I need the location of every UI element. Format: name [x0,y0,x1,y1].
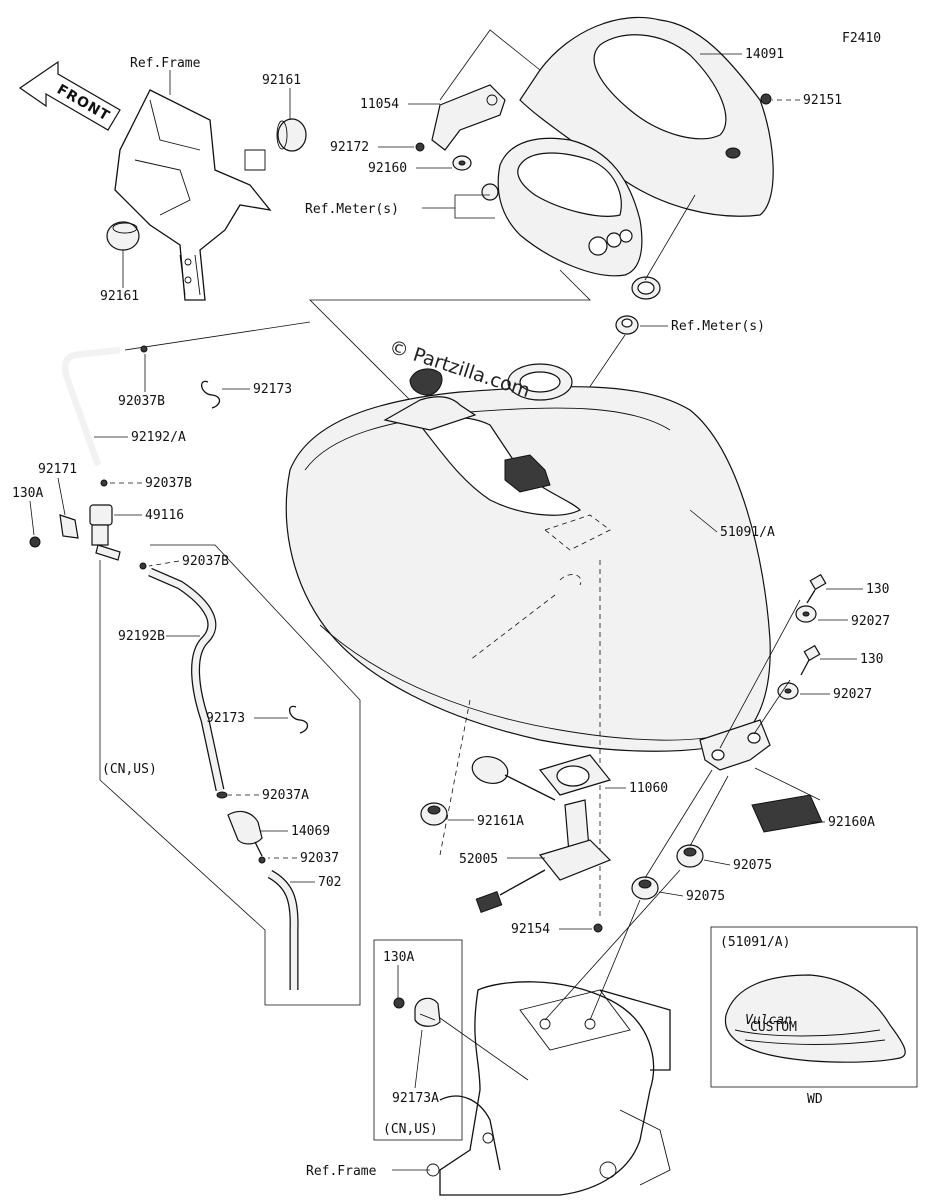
label-92037b-3: 92037B [182,554,229,569]
label-92173a: 92173A [392,1091,439,1106]
meter-cover-14091 [519,16,774,217]
clamp-92037 [258,856,266,864]
inset-region: WD [807,1092,823,1107]
clamp-92037b-2 [100,479,108,487]
label-130a-2: 130A [383,950,414,965]
tank-mount-bracket [699,719,771,771]
label-92161-top: 92161 [262,73,301,88]
grommet-92160 [452,155,472,171]
hose-92192a [61,346,121,467]
label-92027-1: 92027 [851,614,890,629]
label-11060: 11060 [629,781,668,796]
label-92160: 92160 [368,161,407,176]
label-92160a: 92160A [828,815,875,830]
inset-title: (51091/A) [720,935,790,950]
label-702: 702 [318,875,341,890]
label-ref-meters-1: Ref.Meter(s) [305,202,399,217]
label-92027-2: 92027 [833,687,872,702]
bracket-11054 [431,84,506,151]
damper-92075-1 [676,844,704,868]
grommet-92161-bottom [106,221,140,251]
clip-92173-1 [201,380,221,409]
inset-logo-vulcan: Vulcan [745,1013,792,1028]
label-92037a: 92037A [262,788,309,803]
front-arrow: FRONT [18,60,121,131]
region-box-left [99,544,361,1006]
grommet-92161a [420,802,448,826]
label-130-1: 130 [866,582,889,597]
label-52005: 52005 [459,852,498,867]
washer-92027-1 [795,605,817,623]
inset-logo-custom: CUSTOM [750,1020,797,1035]
filter-14069 [227,810,263,857]
bolt-130a-1 [29,536,41,548]
meter-assembly [481,137,661,300]
label-92172: 92172 [330,140,369,155]
fuel-pump-52005 [471,756,612,913]
label-11054: 11054 [360,97,399,112]
grommet-92161-top [276,118,307,152]
bolt-130-2 [800,644,821,676]
label-ref-frame-bottom: Ref.Frame [306,1164,377,1179]
label-92192b: 92192B [118,629,165,644]
inset-box [710,926,918,1088]
clamp-92037a [216,791,228,799]
meter-grommet [615,315,639,335]
hose-92192b [148,567,225,791]
label-92171: 92171 [38,462,77,477]
inset-tank-illustration: Vulcan CUSTOM [724,974,906,1063]
label-92037b-2: 92037B [145,476,192,491]
label-130-2: 130 [860,652,883,667]
region-label-left: (CN,US) [102,762,157,777]
valve-49116 [89,504,121,561]
clip-92173-2 [289,705,309,734]
label-92037: 92037 [300,851,339,866]
gasket-11060 [538,754,612,796]
label-92173-1: 92173 [253,382,292,397]
screw-92172 [415,142,425,152]
washer-92027-2 [777,682,799,700]
bolt-130a-2 [393,997,405,1009]
damper-92075-2 [631,876,659,900]
label-14091: 14091 [745,47,784,62]
label-130a-1: 130A [12,486,43,501]
bolt-92151 [760,93,772,105]
clip-92173a [414,997,441,1027]
bracket-92171 [59,514,79,539]
pad-92160a [751,794,823,833]
bolt-130-1 [806,573,827,604]
label-92075-1: 92075 [733,858,772,873]
region-box-bottom [373,939,463,1141]
frame-bottom-illustration [426,981,671,1196]
label-92161-bottom: 92161 [100,289,139,304]
hose-702 [267,870,299,990]
label-92173-2: 92173 [206,711,245,726]
clamp-92037b-1 [140,345,148,353]
label-49116: 49116 [145,508,184,523]
label-92075-2: 92075 [686,889,725,904]
screw-92154 [593,923,603,933]
label-92151: 92151 [803,93,842,108]
frame-head-illustration [114,89,272,301]
clamp-92037b-3 [139,562,147,570]
label-92192a: 92192/A [131,430,186,445]
label-92037b-1: 92037B [118,394,165,409]
label-ref-meters-2: Ref.Meter(s) [671,319,765,334]
fuel-tank-51091a [285,363,771,752]
label-92161a: 92161A [477,814,524,829]
diagram-code: F2410 [842,31,881,46]
label-14069: 14069 [291,824,330,839]
label-51091a: 51091/A [720,525,775,540]
label-92154: 92154 [511,922,550,937]
region-label-bottom: (CN,US) [383,1122,438,1137]
label-ref-frame-top: Ref.Frame [130,56,201,71]
